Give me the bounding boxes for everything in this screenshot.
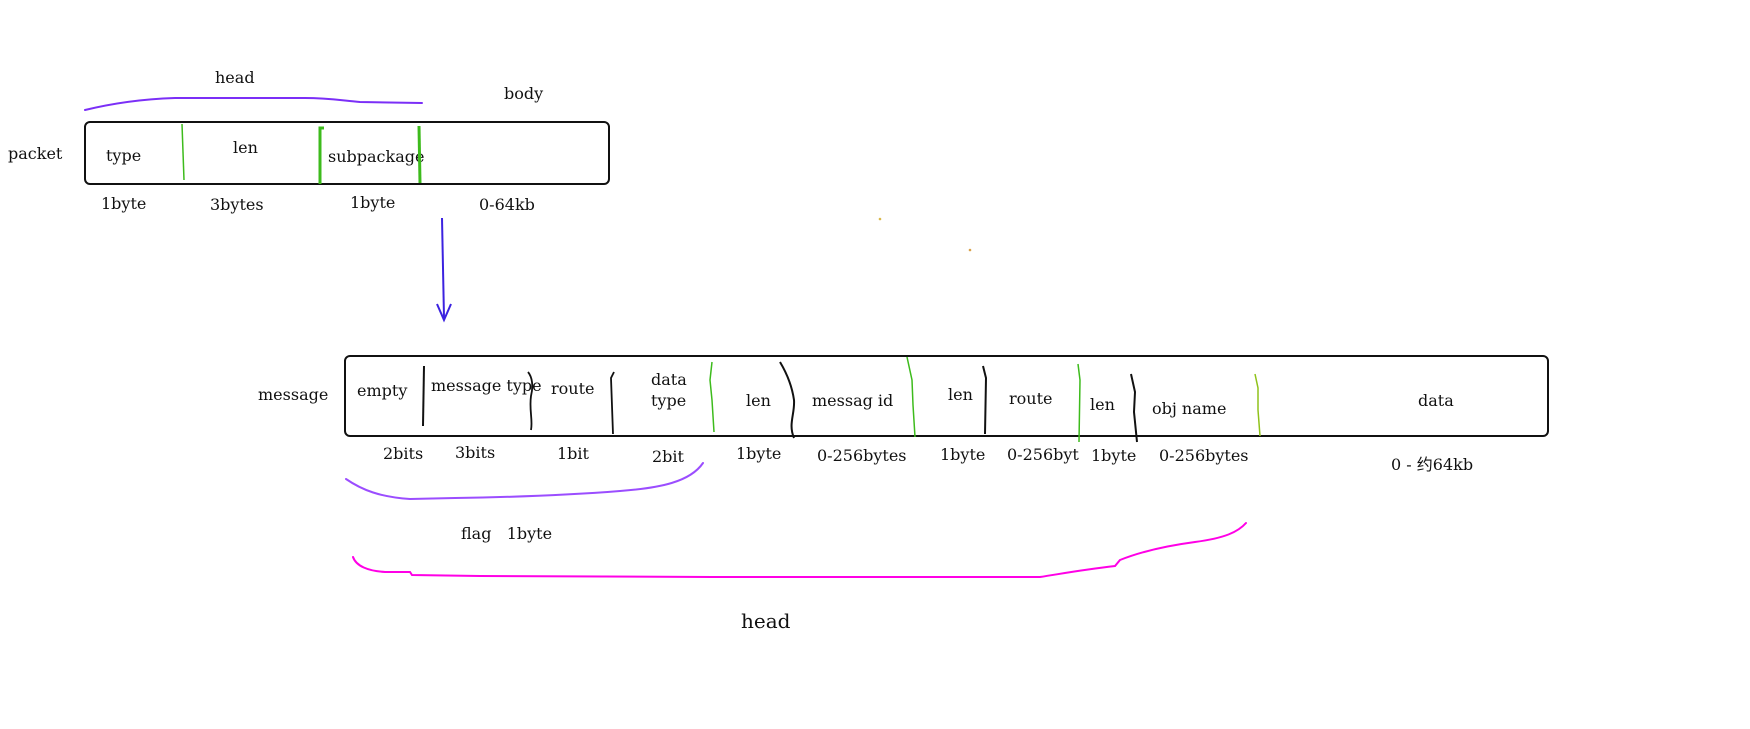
packet-size-type: 1byte [101,194,147,213]
flag-label: flag 1byte [461,524,553,543]
message-field-data: data [1418,391,1454,410]
message-size-len-1: 1byte [736,444,782,463]
message-field-data-type-line2: type [651,391,687,410]
packet-field-subpackage: subpackage [328,147,425,166]
packet-size-len: 3bytes [210,195,264,214]
message-size-data-type: 2bit [652,447,684,466]
message-box [344,355,1549,437]
packet-to-message-arrow [436,217,452,323]
message-field-len-1: len [746,391,771,410]
message-field-message-id: messag id [812,391,894,410]
message-size-data: 0 - 约64kb [1391,455,1474,474]
message-field-obj-name: obj name [1152,399,1227,418]
message-size-route-flag: 1bit [557,444,589,463]
stray-dot-2 [968,248,972,252]
message-row-label: message [258,385,329,404]
message-size-message-id: 0-256bytes [817,446,907,465]
message-size-len-2: 1byte [940,445,986,464]
message-field-message-type: message type [431,376,542,395]
message-field-data-type-line1: data [651,370,687,389]
packet-body-label: body [504,84,544,103]
message-size-empty: 2bits [383,444,424,463]
message-field-route-flag: route [551,379,595,398]
message-field-len-2: len [948,385,973,404]
packet-box [84,121,610,185]
packet-size-body: 0-64kb [479,195,535,214]
packet-head-label: head [215,68,255,87]
packet-row-label: packet [8,144,63,163]
message-size-len-3: 1byte [1091,446,1137,465]
message-field-empty: empty [357,381,408,400]
message-size-message-type: 3bits [455,443,496,462]
stray-dot-1 [878,217,882,221]
packet-field-len: len [233,138,258,157]
packet-field-type: type [106,146,142,165]
packet-size-subpackage: 1byte [350,193,396,212]
message-field-len-3: len [1090,395,1115,414]
message-size-route: 0-256byt [1007,445,1079,464]
message-size-obj-name: 0-256bytes [1159,446,1249,465]
packet-head-brace [84,97,423,111]
message-field-route: route [1009,389,1053,408]
flag-brace [345,462,704,501]
message-head-label: head [741,609,791,633]
